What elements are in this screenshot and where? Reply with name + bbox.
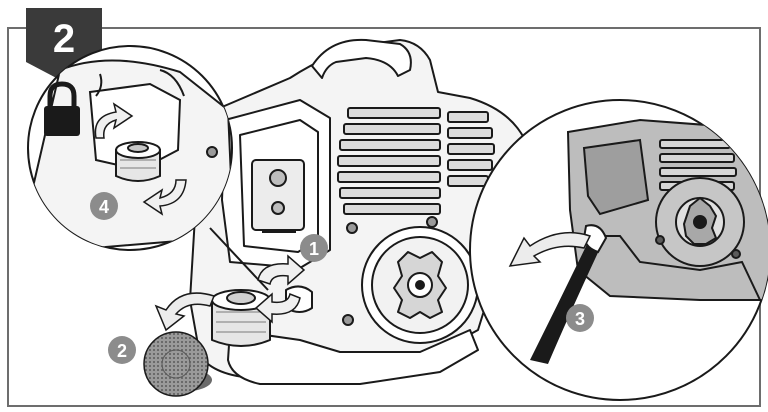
callout-1-label: 1	[309, 239, 319, 259]
bolt	[346, 222, 358, 234]
callout-3-label: 3	[575, 309, 585, 329]
callout-4	[90, 192, 118, 220]
rotate-arrow-icon	[254, 254, 306, 324]
fuel-cap	[211, 289, 271, 347]
recoil-starter	[361, 226, 479, 344]
curved-arrow-icon	[508, 231, 592, 267]
callout-2	[108, 336, 136, 364]
callout-1	[300, 234, 328, 262]
bolt	[426, 216, 438, 228]
curved-arrow-icon	[154, 292, 215, 332]
callout-4-label: 4	[99, 197, 109, 217]
cooling-fins	[337, 107, 495, 215]
right-zoom-inset: 3	[469, 99, 768, 401]
engine-illustration	[189, 38, 529, 385]
callout-3	[566, 304, 594, 332]
left-zoom-inset: 4	[27, 45, 269, 291]
step-number: 2	[53, 17, 75, 61]
hose	[530, 238, 602, 364]
removed-fuel-cap	[143, 331, 212, 397]
inset-fuel-cap	[115, 141, 161, 182]
lock-icon	[44, 81, 80, 136]
callout-2-label: 2	[117, 341, 127, 361]
rotate-arrow-icon	[94, 102, 187, 216]
bolt	[342, 314, 354, 326]
